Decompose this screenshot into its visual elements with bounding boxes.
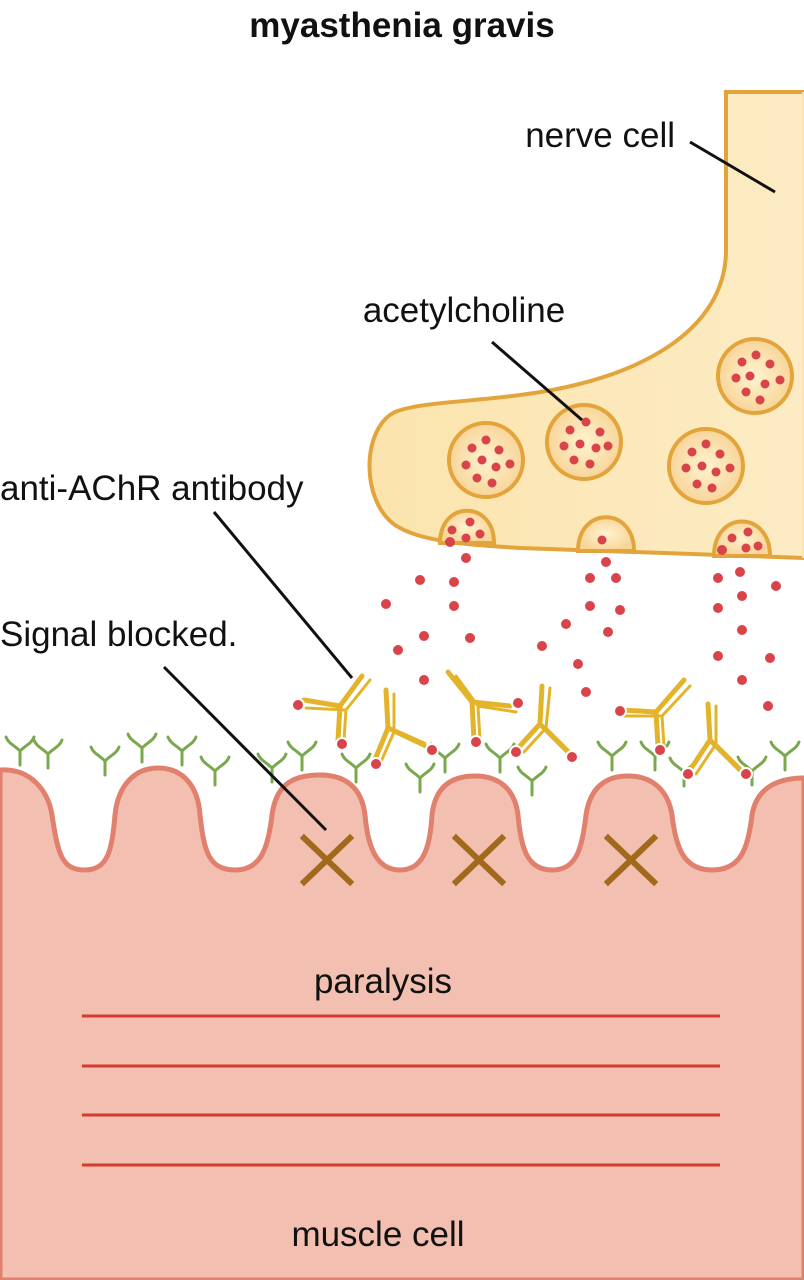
antibody (445, 669, 525, 749)
fusing-vesicle (711, 519, 773, 558)
antibody-leader (212, 511, 354, 679)
receptor (166, 735, 198, 767)
acetylcholine-label: acetylcholine (363, 291, 565, 330)
antibody (613, 677, 692, 757)
receptor (286, 740, 318, 772)
antibodies (291, 669, 753, 781)
signal-blocked-label: Signal blocked. (0, 615, 237, 654)
antibody (509, 683, 579, 764)
x-mark (603, 833, 659, 887)
leader-lines (162, 140, 776, 832)
acetylcholine-molecules (381, 537, 781, 711)
antibody (369, 687, 439, 771)
receptor (256, 752, 288, 784)
muscle-cell (0, 765, 804, 1280)
x-mark (451, 833, 507, 887)
receptor (4, 735, 36, 767)
receptor (516, 765, 548, 797)
receptor (89, 745, 121, 777)
x-mark (299, 833, 355, 887)
vesicle (545, 403, 623, 481)
vesicle (447, 421, 525, 499)
receptor (484, 742, 516, 774)
receptor (32, 738, 64, 770)
receptor (340, 752, 372, 784)
nerve-cell-leader (689, 140, 776, 194)
acetylcholine-leader (491, 340, 583, 422)
nerve-cell-label: nerve cell (525, 116, 675, 155)
diagram-title: myasthenia gravis (249, 6, 554, 45)
signal-blocked-leader (162, 665, 328, 832)
fusing-vesicle (575, 515, 637, 553)
receptor (199, 755, 231, 787)
antibody (291, 673, 372, 751)
vesicle (667, 427, 745, 505)
antibody (681, 701, 753, 781)
blocked-signal-marks (299, 833, 659, 887)
fusing-vesicle (437, 508, 497, 545)
receptor (596, 740, 628, 772)
receptor (126, 732, 158, 764)
muscle-fibers (82, 1014, 720, 1167)
vesicle (716, 337, 794, 415)
receptors (4, 732, 801, 797)
paralysis-label: paralysis (314, 962, 452, 1001)
vesicles (437, 337, 794, 558)
muscle-cell-label: muscle cell (291, 1215, 464, 1254)
receptor (769, 740, 801, 772)
antibody-label: anti-AChR antibody (0, 469, 304, 508)
receptor (404, 762, 436, 794)
